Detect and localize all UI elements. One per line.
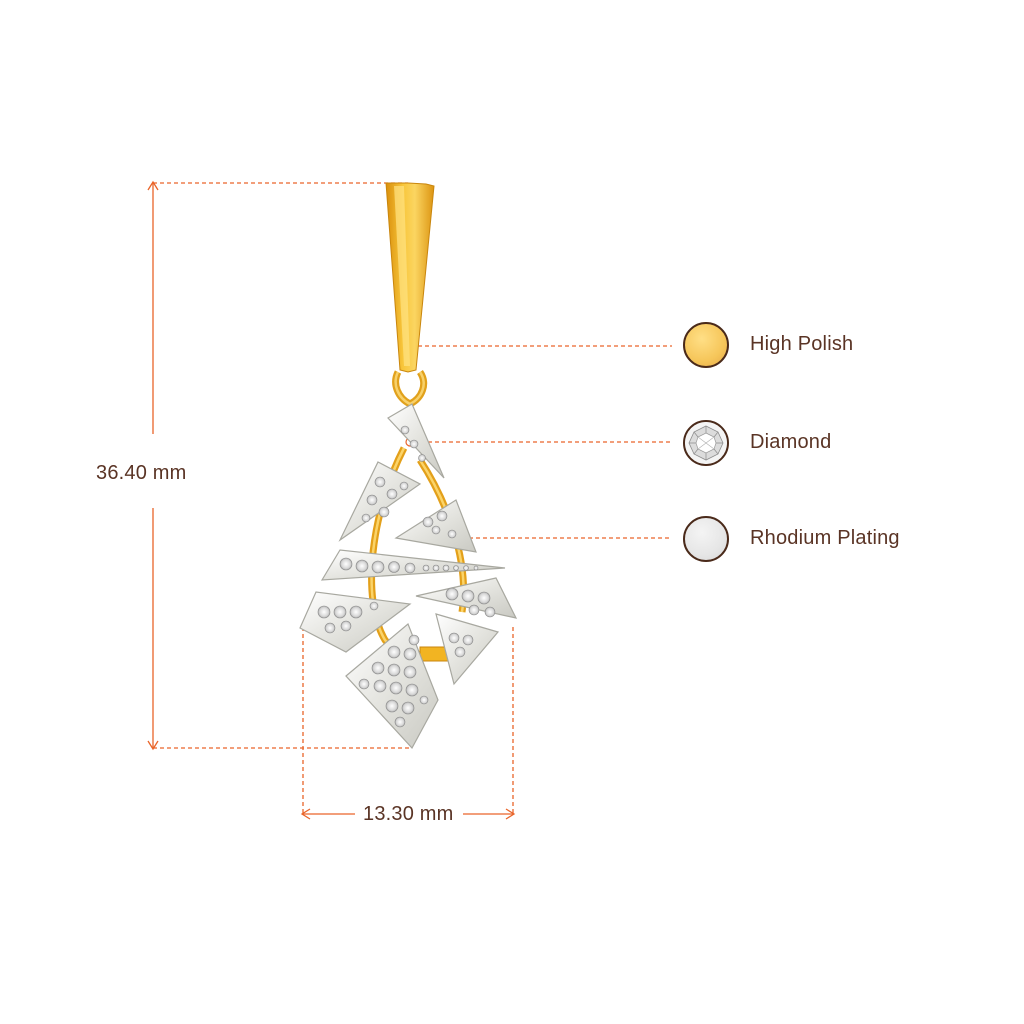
legend-label: Rhodium Plating [750,527,900,549]
height-dimension-label: 36.40 mm [96,462,187,484]
width-dimension-label: 13.30 mm [363,803,454,825]
pendant-bail [385,182,435,408]
pendant-pave-shards [299,403,518,750]
legend-label: Diamond [750,431,832,453]
width-dimension-line [300,627,516,820]
rhodium-plating-swatch-icon [683,516,729,562]
callout-lines [414,345,672,539]
pendant-diamonds [317,425,496,728]
height-dimension-line [147,180,412,751]
high-polish-swatch-icon [683,322,729,368]
diamond-swatch-icon [683,420,729,466]
legend-label: High Polish [750,333,854,355]
